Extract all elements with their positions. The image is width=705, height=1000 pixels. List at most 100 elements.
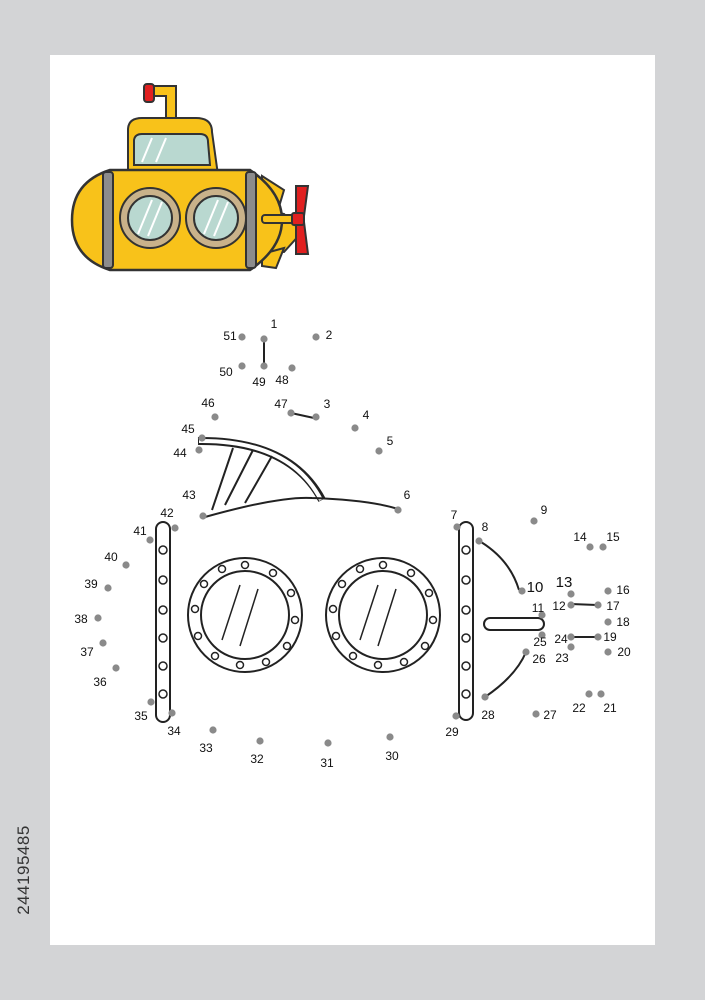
- dot-6: [394, 506, 402, 514]
- dot-label-44: 44: [173, 446, 187, 460]
- dot-5: [375, 447, 383, 455]
- porthole-right: [325, 557, 441, 673]
- dot-label-47: 47: [274, 397, 288, 411]
- dot-30: [386, 733, 394, 741]
- dot-46: [211, 413, 219, 421]
- dot-label-8: 8: [482, 520, 489, 534]
- dot-22: [585, 690, 593, 698]
- dot-label-30: 30: [385, 749, 399, 763]
- dot-label-3: 3: [324, 397, 331, 411]
- left-band: [155, 521, 171, 723]
- dot-label-27: 27: [543, 708, 557, 722]
- dot-4: [351, 424, 359, 432]
- dot-7: [453, 523, 461, 531]
- dot-41: [146, 536, 154, 544]
- dot-15: [599, 543, 607, 551]
- dot-label-10: 10: [527, 579, 544, 596]
- tail-lower-curve: [484, 651, 527, 698]
- dot-label-6: 6: [404, 488, 411, 502]
- dot-label-7: 7: [451, 508, 458, 522]
- dot-label-26: 26: [532, 652, 546, 666]
- dot-44: [195, 446, 203, 454]
- dot-label-19: 19: [603, 630, 617, 644]
- dot-16: [604, 587, 612, 595]
- dot-label-40: 40: [104, 550, 118, 564]
- right-band: [458, 521, 474, 721]
- dot-10: [518, 587, 526, 595]
- dot-label-32: 32: [250, 752, 264, 766]
- dot-48: [288, 364, 296, 372]
- dot-label-22: 22: [572, 701, 586, 715]
- dot-40: [122, 561, 130, 569]
- dot-28: [481, 693, 489, 701]
- submarine-color-icon: [70, 83, 310, 272]
- dot-label-39: 39: [84, 577, 98, 591]
- dot-25: [538, 631, 546, 639]
- dot-label-20: 20: [617, 645, 631, 659]
- dot-11: [538, 611, 546, 619]
- dot-label-14: 14: [573, 530, 587, 544]
- dot-39: [104, 584, 112, 592]
- dot-label-49: 49: [252, 375, 266, 389]
- dot-label-16: 16: [616, 583, 630, 597]
- canopy-glass: [211, 447, 273, 511]
- dot-label-23: 23: [555, 651, 569, 665]
- dot-12: [567, 601, 575, 609]
- dot-8: [475, 537, 483, 545]
- dot-label-37: 37: [80, 645, 94, 659]
- dot-label-28: 28: [481, 708, 495, 722]
- dot-34: [168, 709, 176, 717]
- deck-line: [204, 496, 399, 518]
- dot-label-34: 34: [167, 724, 181, 738]
- dot-label-45: 45: [181, 422, 195, 436]
- dot-1: [260, 335, 268, 343]
- dot-19: [594, 633, 602, 641]
- dot-23: [567, 643, 575, 651]
- dot-label-35: 35: [134, 709, 148, 723]
- stock-id-label: 244195485: [9, 760, 39, 980]
- dot-label-5: 5: [387, 434, 394, 448]
- dot-38: [94, 614, 102, 622]
- dot-label-46: 46: [201, 396, 215, 410]
- porthole-left: [187, 557, 303, 673]
- dot-33: [209, 726, 217, 734]
- dot-20: [604, 648, 612, 656]
- dot-label-1: 1: [271, 317, 278, 331]
- dot-14: [586, 543, 594, 551]
- dot-31: [324, 739, 332, 747]
- dot-label-13: 13: [556, 574, 573, 591]
- dot-50: [238, 362, 246, 370]
- dot-label-42: 42: [160, 506, 174, 520]
- dot-37: [99, 639, 107, 647]
- dot-42: [171, 524, 179, 532]
- dot-2: [312, 333, 320, 341]
- stock-id-text: 244195485: [14, 825, 33, 915]
- dot-47: [287, 409, 295, 417]
- dot-label-50: 50: [219, 365, 233, 379]
- dot-36: [112, 664, 120, 672]
- dot-label-18: 18: [616, 615, 630, 629]
- dot-18: [604, 618, 612, 626]
- dot-label-12: 12: [552, 599, 566, 613]
- dot-45: [198, 434, 206, 442]
- dot-label-24: 24: [554, 632, 568, 646]
- dot-label-9: 9: [541, 503, 548, 517]
- dot-32: [256, 737, 264, 745]
- dot-label-38: 38: [74, 612, 88, 626]
- dot-label-36: 36: [93, 675, 107, 689]
- dot-3: [312, 413, 320, 421]
- dot-label-51: 51: [223, 329, 237, 343]
- dot-26: [522, 648, 530, 656]
- dot-label-17: 17: [606, 599, 620, 613]
- dot-label-25: 25: [533, 635, 547, 649]
- dot-label-4: 4: [363, 408, 370, 422]
- dot-35: [147, 698, 155, 706]
- dot-21: [597, 690, 605, 698]
- dot-27: [532, 710, 540, 718]
- propeller-shaft: [483, 617, 545, 631]
- dot-label-41: 41: [133, 524, 147, 538]
- submarine-outline-puzzle: [155, 340, 598, 723]
- dot-label-48: 48: [275, 373, 289, 387]
